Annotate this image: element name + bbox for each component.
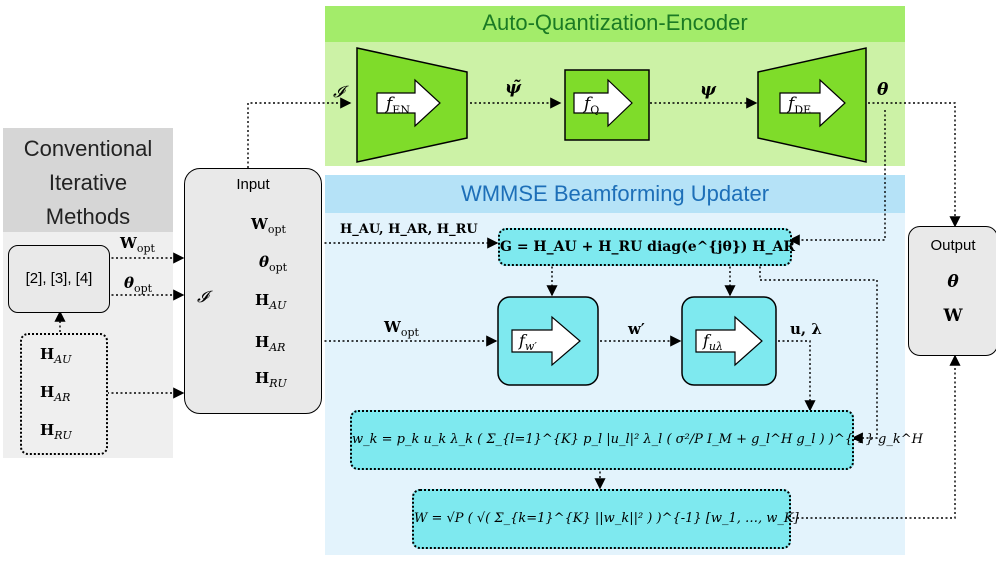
input-item-h-ru: HRU xyxy=(255,369,287,390)
W-equation: W = √P ( √( Σ_{k=1}^{K} ||w_k||² ) )^{-1… xyxy=(414,511,799,526)
channel-h-ru-sub: RU xyxy=(54,429,72,442)
output-theta: θ xyxy=(947,272,959,292)
g-equation-box: G = H_AU + H_RU diag(e^{jθ}) H_AR xyxy=(498,228,796,266)
input-item-theta-opt: θopt xyxy=(259,253,287,274)
fu-sub: uλ xyxy=(708,340,723,354)
encoder-label: fEN xyxy=(386,94,410,116)
channel-h-au: HAU xyxy=(40,345,71,366)
input-h-ar-sub: AR xyxy=(269,341,286,354)
fw-label: fw′ xyxy=(519,331,537,353)
fw-f: f xyxy=(519,331,525,350)
fu-f: f xyxy=(703,331,709,350)
decoder-label: fDE xyxy=(788,94,811,116)
channel-list-label: H_AU, H_AR, H_RU xyxy=(340,222,478,237)
aqe-title: Auto-Quantization-Encoder xyxy=(325,6,905,42)
encoder-sub: EN xyxy=(392,103,410,117)
decoder-arrow-icon xyxy=(779,78,846,128)
input-h-ru-sub: RU xyxy=(269,377,287,390)
input-symbol: 𝓘 xyxy=(197,287,208,306)
conv-w-opt-sub: opt xyxy=(136,242,155,255)
psi-tilde-label: ψ̃ xyxy=(505,78,522,98)
fw-sub: w′ xyxy=(524,340,537,354)
conventional-title: Conventional Iterative Methods xyxy=(3,128,173,232)
conv-w-opt-label: Wopt xyxy=(120,234,155,255)
encoder-arrow-icon xyxy=(376,78,441,128)
conventional-title-line1: Conventional xyxy=(23,136,153,161)
fw-arrow-icon xyxy=(511,315,581,367)
input-theta-opt-main: θ xyxy=(259,253,270,271)
u-lambda-label: u, λ xyxy=(790,320,822,338)
conventional-title-line2: Iterative xyxy=(48,170,128,195)
fu-label: fuλ xyxy=(703,331,723,353)
input-box: Input 𝓘 Wopt θopt HAU HAR HRU xyxy=(184,168,322,414)
conv-theta-opt-sub: opt xyxy=(134,282,153,295)
channels-box: HAU HAR HRU xyxy=(20,333,108,455)
fu-arrow-icon xyxy=(695,315,763,367)
channel-h-ar-sub: AR xyxy=(54,391,71,404)
wmmse-title: WMMSE Beamforming Updater xyxy=(325,175,905,213)
conv-theta-opt-label: θopt xyxy=(124,274,152,295)
channel-h-au-sub: AU xyxy=(54,353,72,366)
input-item-w-opt: Wopt xyxy=(251,215,286,236)
wk-equation: w_k = p_k u_k λ_k ( Σ_{l=1}^{K} p_l |u_l… xyxy=(352,432,923,447)
conv-theta-opt-main: θ xyxy=(124,274,135,292)
input-title: Input xyxy=(236,176,270,193)
conventional-title-line3: Methods xyxy=(45,204,131,229)
channel-h-ar-main: H xyxy=(40,383,55,401)
input-h-au-sub: AU xyxy=(269,299,287,312)
quant-f: f xyxy=(584,94,591,114)
channel-h-ru: HRU xyxy=(40,421,72,442)
refs-box: [2], [3], [4] xyxy=(8,245,110,313)
decoder-sub: DE xyxy=(794,103,812,117)
channel-h-ar: HAR xyxy=(40,383,70,404)
g-equation: G = H_AU + H_RU diag(e^{jθ}) H_AR xyxy=(500,239,796,255)
input-h-au-main: H xyxy=(255,291,270,309)
output-title: Output xyxy=(930,237,976,254)
channel-h-ru-main: H xyxy=(40,421,55,439)
output-W: W xyxy=(943,306,963,326)
wmmse-w-opt-sub: opt xyxy=(400,326,419,339)
quant-label: fQ xyxy=(584,94,599,116)
input-theta-opt-sub: opt xyxy=(269,261,288,274)
input-h-ru-main: H xyxy=(255,369,270,387)
encoder-f: f xyxy=(386,94,393,114)
refs-label: [2], [3], [4] xyxy=(25,270,93,287)
decoder-f: f xyxy=(788,94,795,114)
channel-h-au-main: H xyxy=(40,345,55,363)
wmmse-w-opt-main: W xyxy=(384,318,401,336)
quant-arrow-icon xyxy=(573,78,633,128)
psi-label: ψ xyxy=(700,80,717,100)
input-item-h-au: HAU xyxy=(255,291,286,312)
input-h-ar-main: H xyxy=(255,333,270,351)
input-w-opt-sub: opt xyxy=(267,223,286,236)
aqe-input-symbol: 𝓘 xyxy=(333,82,344,101)
input-item-h-ar: HAR xyxy=(255,333,285,354)
w-prime-label: w′ xyxy=(628,320,645,338)
quant-sub: Q xyxy=(590,103,600,117)
wk-equation-box: w_k = p_k u_k λ_k ( Σ_{l=1}^{K} p_l |u_l… xyxy=(350,410,923,470)
wmmse-w-opt-label: Wopt xyxy=(384,318,419,339)
theta-out-label: θ xyxy=(877,80,889,100)
input-w-opt-main: W xyxy=(251,215,268,233)
output-box: Output θ W xyxy=(908,226,996,356)
W-equation-box: W = √P ( √( Σ_{k=1}^{K} ||w_k||² ) )^{-1… xyxy=(412,489,799,549)
conv-w-opt-main: W xyxy=(120,234,137,252)
